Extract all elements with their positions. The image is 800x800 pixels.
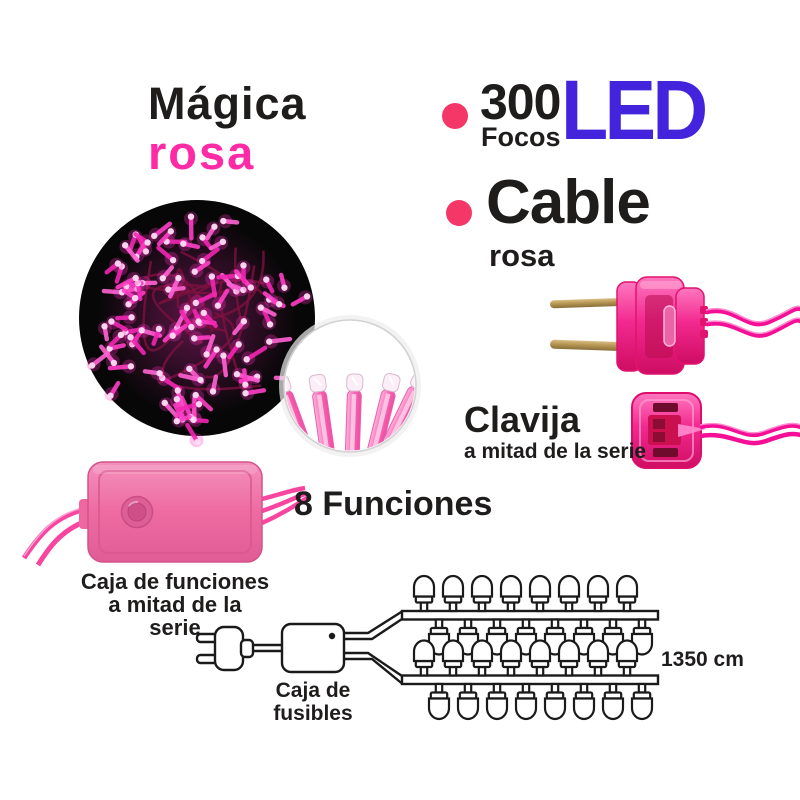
led-type-label: LED bbox=[561, 63, 708, 157]
fuse-box-drawing bbox=[280, 622, 346, 674]
led-count: 300 bbox=[480, 74, 561, 130]
branch-bus-top bbox=[400, 609, 660, 621]
lights-cluster-photo bbox=[79, 200, 315, 448]
function-box-caption-line1: Caja de funciones bbox=[80, 569, 270, 594]
bullet-dot-icon bbox=[446, 200, 472, 226]
fuse-box-caption-line1: Caja de bbox=[275, 679, 351, 702]
mid-series-socket-photo bbox=[631, 392, 800, 469]
branch-cords bbox=[344, 610, 403, 685]
product-title-block: Mágica rosa bbox=[148, 80, 307, 178]
diagram-bulbs bbox=[412, 574, 654, 721]
plug-photo bbox=[550, 276, 800, 375]
branch-bus-bottom bbox=[400, 674, 660, 686]
clavija-title: Clavija bbox=[464, 399, 581, 440]
led-count-unit: Focos bbox=[481, 122, 561, 152]
string-layout-diagram bbox=[195, 574, 660, 721]
bullet-dot-icon bbox=[442, 103, 468, 129]
product-title-variant: rosa bbox=[148, 125, 256, 179]
cable-color-label: rosa bbox=[489, 238, 555, 273]
product-title: Mágica bbox=[148, 78, 307, 129]
plug-drawing bbox=[195, 625, 282, 672]
fuse-box-caption: Caja de fusibles bbox=[263, 679, 363, 725]
fuse-box-caption-line2: fusibles bbox=[273, 702, 353, 726]
string-length-label: 1350 cm bbox=[661, 648, 744, 671]
cable-label: Cable bbox=[486, 168, 651, 237]
functions-label: 8 Funciones bbox=[294, 485, 493, 523]
function-box-caption-line2: a mitad de la serie bbox=[108, 592, 242, 641]
bulbs-closeup-photo bbox=[279, 315, 421, 457]
function-box-caption: Caja de funciones a mitad de la serie bbox=[80, 570, 270, 639]
function-box-illustration bbox=[21, 461, 309, 567]
clavija-subtitle: a mitad de la serie bbox=[464, 440, 647, 463]
